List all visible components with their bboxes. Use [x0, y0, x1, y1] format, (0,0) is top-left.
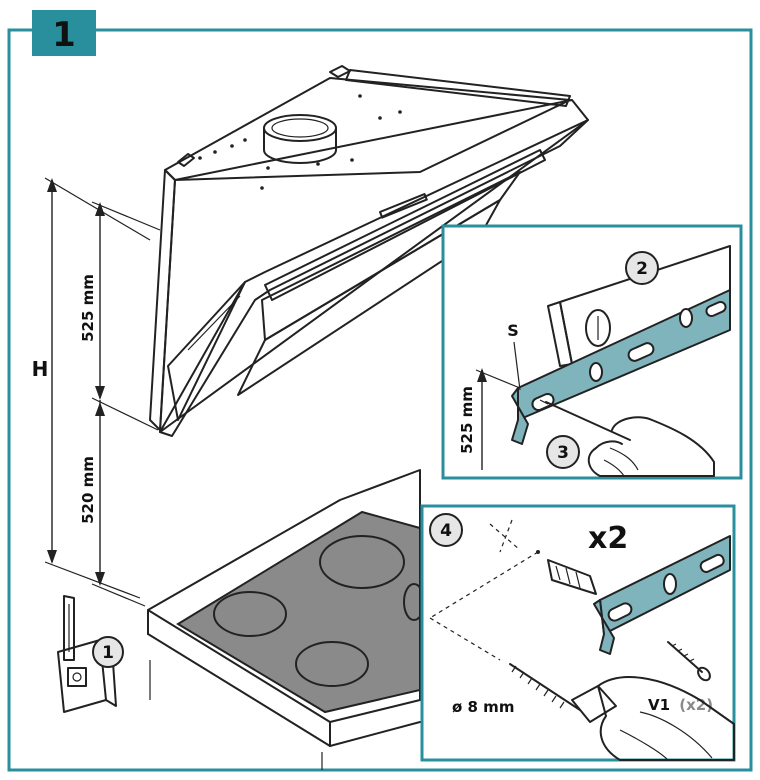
callout-2 — [625, 251, 659, 285]
height-label: H — [32, 357, 49, 381]
wall-bracket-drill — [593, 535, 731, 655]
callout-3 — [546, 435, 580, 469]
cooker-hood — [149, 65, 589, 437]
callout-3-number: 3 — [557, 443, 569, 463]
screw-v1 — [667, 641, 711, 682]
callout-4-number: 4 — [440, 521, 452, 541]
screw-label: V1 (x2) — [648, 696, 713, 714]
mark-s-label: S — [507, 321, 519, 340]
callout-1 — [92, 636, 124, 668]
lower-dimension-label: 520 mm — [79, 456, 97, 524]
hob — [147, 469, 425, 770]
drill-size-label: ø 8 mm — [452, 698, 514, 716]
step-number: 1 — [52, 15, 76, 55]
drill-guide — [429, 519, 540, 661]
upper-dimension-label: 525 mm — [79, 274, 97, 342]
wall-bracket-level — [511, 289, 731, 445]
step-badge — [32, 10, 96, 56]
dimension-lines — [44, 177, 161, 607]
inset-level-dimension: 525 mm — [458, 386, 476, 454]
screw-count: (x2) — [679, 696, 713, 714]
step-frame — [7, 28, 753, 772]
level-inset — [441, 224, 743, 480]
quantity-label: x2 — [588, 521, 628, 556]
wall-plug — [547, 559, 597, 595]
callout-1-number: 1 — [102, 643, 114, 663]
drill-inset — [420, 504, 736, 762]
callout-2-number: 2 — [636, 259, 648, 279]
callout-4 — [429, 513, 463, 547]
screw-id: V1 — [648, 696, 670, 714]
drill — [509, 663, 735, 761]
marking-hand — [539, 399, 715, 477]
